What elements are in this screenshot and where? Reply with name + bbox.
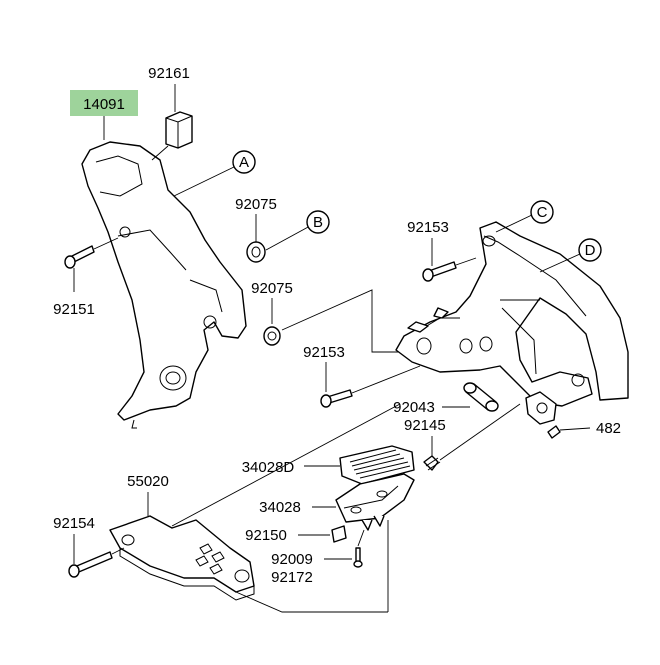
callout-92150[interactable]: 92150	[245, 527, 287, 544]
callout-482[interactable]: 482	[596, 420, 621, 437]
snap-clip	[547, 425, 561, 439]
ref-circle-d[interactable]	[578, 238, 602, 262]
footrest-peg	[335, 473, 415, 523]
ref-label-b[interactable]: B	[313, 214, 323, 231]
footrest-plate	[109, 515, 255, 593]
ref-circle-c[interactable]	[530, 200, 554, 224]
callout-14091[interactable]: 14091	[83, 96, 125, 113]
ref-label-c[interactable]: C	[537, 204, 548, 221]
callout-92154[interactable]: 92154	[53, 515, 95, 532]
frame-member	[395, 221, 629, 407]
callout-92075-upper[interactable]: 92075	[235, 196, 277, 213]
callout-92043[interactable]: 92043	[393, 399, 435, 416]
callout-34028[interactable]: 34028	[259, 499, 301, 516]
ref-label-a[interactable]: A	[239, 154, 249, 171]
footrest-bracket	[525, 391, 557, 425]
ref-circle-a[interactable]	[232, 150, 256, 174]
callout-92075-lower[interactable]: 92075	[251, 280, 293, 297]
highlight-box-14091[interactable]	[70, 90, 138, 116]
rubber-block	[165, 111, 193, 149]
guard-cover	[81, 141, 247, 421]
callout-92172[interactable]: 92172	[271, 569, 313, 586]
bolt-92150	[331, 525, 347, 543]
callout-92009[interactable]: 92009	[271, 551, 313, 568]
grommet-lower	[263, 326, 281, 346]
ref-label-d[interactable]: D	[585, 242, 596, 259]
callout-92153-lower[interactable]: 92153	[303, 344, 345, 361]
callout-92145[interactable]: 92145	[404, 417, 446, 434]
callout-92153-upper[interactable]: 92153	[407, 219, 449, 236]
ref-circle-b[interactable]	[306, 210, 330, 234]
callout-92161[interactable]: 92161	[148, 65, 190, 82]
grommet-upper	[246, 241, 266, 263]
callout-34028d[interactable]: 34028D	[242, 459, 295, 476]
callout-92151[interactable]: 92151	[53, 301, 95, 318]
callout-55020[interactable]: 55020	[127, 473, 169, 490]
